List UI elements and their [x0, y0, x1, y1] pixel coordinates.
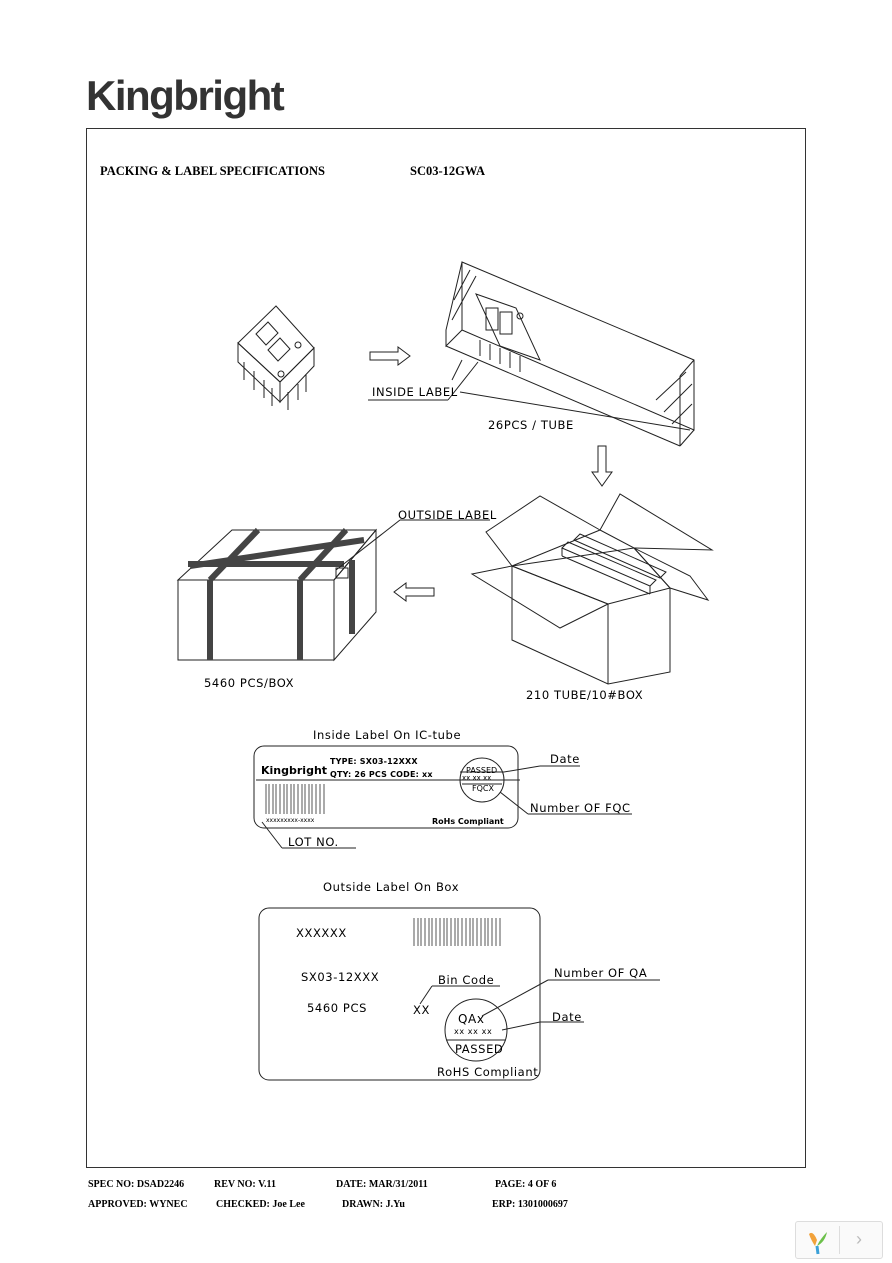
box-quantity: 5460 PCS/BOX: [204, 676, 295, 690]
outside-tag-bin-code: Bin Code: [438, 973, 495, 987]
footer-approved: APPROVED: WYNEC: [88, 1199, 188, 1210]
open-carton-drawing: [470, 493, 714, 685]
chevron-right-icon[interactable]: ›: [856, 1229, 862, 1249]
footer-erp: ERP: 1301000697: [492, 1199, 568, 1210]
outside-tag-pcs: 5460 PCS: [307, 1001, 367, 1015]
app-logo-icon[interactable]: [803, 1226, 833, 1256]
inside-tag-date-callout: Date: [550, 752, 580, 766]
outside-tag-passed: PASSED: [455, 1042, 504, 1056]
footer-date: DATE: MAR/31/2011: [336, 1179, 428, 1190]
page-frame: [86, 128, 806, 1168]
inside-tag-title: Inside Label On IC-tube: [313, 728, 462, 742]
kingbright-logo: Kingbright: [86, 72, 285, 119]
closed-box-drawing: [176, 527, 378, 662]
footer-page: PAGE: 4 OF 6: [495, 1179, 557, 1190]
inside-tag-passed: PASSED: [466, 766, 498, 775]
led-display-drawing: [237, 305, 315, 410]
inside-label-card: [253, 745, 519, 829]
outside-tag-title: Outside Label On Box: [323, 880, 460, 894]
inside-tag-stamp-code: xx xx xx: [462, 774, 492, 782]
outside-label-card: [258, 907, 541, 1081]
qa-stamp: [444, 998, 508, 1062]
inside-tag-lot-code: xxxxxxxxx-xxxx: [266, 817, 315, 824]
carton-quantity: 210 TUBE/10#BOX: [526, 688, 644, 702]
nav-divider: [839, 1226, 840, 1254]
fqc-stamp: [459, 757, 505, 803]
tube-drawing: [445, 261, 695, 447]
arrow-left-icon: [393, 582, 435, 602]
inside-tag-fqc: FQCX: [472, 784, 494, 793]
inside-tag-rohs: RoHs Compliant: [432, 817, 504, 826]
viewer-nav[interactable]: ›: [795, 1221, 883, 1259]
arrow-down-icon: [591, 445, 613, 487]
outside-tag-rohs: RoHS Compliant: [437, 1065, 539, 1079]
outside-tag-stamp-code: xx xx xx: [454, 1027, 493, 1036]
footer-checked: CHECKED: Joe Lee: [216, 1199, 305, 1210]
inside-label-callout: INSIDE LABEL: [372, 385, 458, 399]
outside-tag-code: XXXXXX: [296, 926, 347, 940]
outside-tag-part: SX03-12XXX: [301, 970, 380, 984]
outside-tag-date-callout: Date: [552, 1010, 582, 1024]
footer-spec-no: SPEC NO: DSAD2246: [88, 1179, 185, 1190]
footer-rev-no: REV NO: V.11: [214, 1179, 276, 1190]
outside-label-callout: OUTSIDE LABEL: [398, 508, 497, 522]
outside-tag-number-qa: Number OF QA: [554, 966, 648, 980]
inside-tag-qty: QTY: 26 PCS CODE: xx: [330, 770, 433, 779]
inside-tag-number-fqc: Number OF FQC: [530, 801, 631, 815]
tube-quantity: 26PCS / TUBE: [488, 418, 574, 432]
inside-tag-lot-no: LOT NO.: [288, 835, 339, 849]
footer-drawn: DRAWN: J.Yu: [342, 1199, 405, 1210]
arrow-right-icon: [369, 346, 411, 366]
outside-tag-bin-value: XX: [413, 1003, 430, 1017]
inside-tag-type: TYPE: SX03-12XXX: [330, 757, 418, 766]
outside-tag-qa: QAx: [458, 1012, 485, 1026]
part-number: SC03-12GWA: [410, 164, 486, 178]
page-title: PACKING & LABEL SPECIFICATIONS: [100, 164, 325, 178]
inside-tag-brand: Kingbright: [261, 764, 328, 777]
